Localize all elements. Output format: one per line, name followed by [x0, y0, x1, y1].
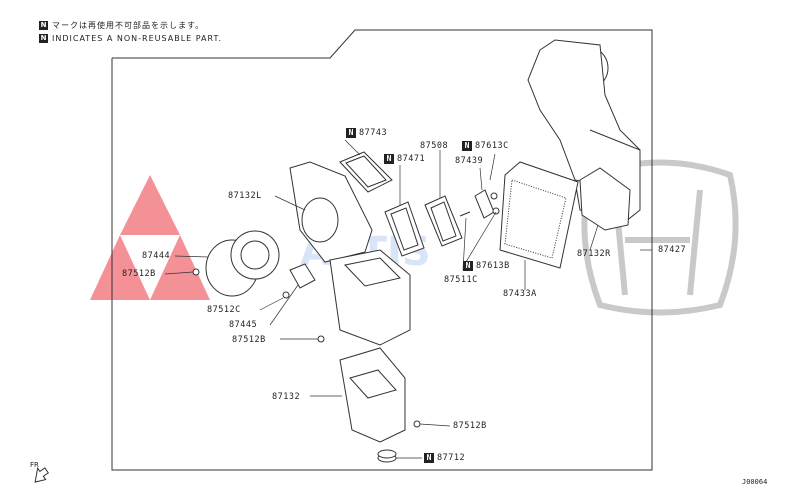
- part-number: 87132: [272, 392, 301, 402]
- part-label-87471[interactable]: N 87471: [384, 154, 425, 164]
- part-number: 87439: [455, 156, 484, 166]
- part-number: 87471: [397, 154, 426, 164]
- part-label-87512c[interactable]: 87512C: [207, 305, 241, 315]
- part-label-87512b[interactable]: 87512B: [122, 269, 156, 279]
- part-label-87512b[interactable]: 87512B: [453, 421, 487, 431]
- resistor-87445: [289, 263, 316, 289]
- part-number: 87511C: [444, 275, 478, 285]
- note-english-text: INDICATES A NON-REUSABLE PART.: [52, 34, 222, 43]
- part-number: 87444: [142, 251, 171, 261]
- non-reusable-marker-icon: N: [39, 34, 48, 43]
- non-reusable-marker-icon: N: [346, 128, 356, 138]
- part-label-87712[interactable]: N 87712: [424, 453, 465, 463]
- part-number: 87613C: [475, 141, 509, 151]
- part-number: 87512B: [232, 335, 266, 345]
- non-reusable-marker-icon: N: [462, 141, 472, 151]
- part-number: 87445: [229, 320, 258, 330]
- grommet-87712: [377, 449, 397, 463]
- part-number: 87508: [420, 141, 449, 151]
- watermark-mitsubishi-logo: [90, 175, 210, 300]
- case-87132l: [289, 161, 373, 263]
- figure-code: J00064: [742, 478, 768, 486]
- part-label-87439[interactable]: 87439: [455, 156, 483, 166]
- part-label-87743[interactable]: N 87743: [346, 128, 387, 138]
- note-japanese: N マークは再使用不可部品を示します。: [39, 20, 204, 31]
- part-label-87132l[interactable]: 87132L: [228, 191, 262, 201]
- part-label-87433a[interactable]: 87433A: [503, 289, 537, 299]
- part-label-87508[interactable]: 87508: [420, 141, 448, 151]
- part-number: 87132L: [228, 191, 262, 201]
- part-label-87444[interactable]: 87444: [142, 251, 170, 261]
- part-number: 87433A: [503, 289, 537, 299]
- filter-87508: [424, 195, 463, 247]
- part-number: 87427: [658, 245, 687, 255]
- part-label-87613c[interactable]: N 87613C: [462, 141, 509, 151]
- part-label-87512b[interactable]: 87512B: [232, 335, 266, 345]
- part-label-87427[interactable]: 87427: [658, 245, 686, 255]
- part-label-87613b[interactable]: N 87613B: [463, 261, 510, 271]
- part-number: 87743: [359, 128, 388, 138]
- non-reusable-marker-icon: N: [384, 154, 394, 164]
- part-number: 87132R: [577, 249, 611, 259]
- front-arrow-icon: [34, 466, 49, 483]
- part-label-87132[interactable]: 87132: [272, 392, 300, 402]
- diagram-frame: [111, 29, 653, 471]
- part-number: 87512C: [207, 305, 241, 315]
- part-number: 87712: [437, 453, 466, 463]
- non-reusable-marker-icon: N: [463, 261, 473, 271]
- note-english: N INDICATES A NON-REUSABLE PART.: [39, 34, 222, 43]
- non-reusable-marker-icon: N: [39, 21, 48, 30]
- non-reusable-marker-icon: N: [424, 453, 434, 463]
- part-label-87445[interactable]: 87445: [229, 320, 257, 330]
- leader-lines: [164, 139, 652, 459]
- blower-case: [329, 249, 411, 346]
- expansion-valve-87439: [459, 189, 500, 219]
- case-87132r: [579, 167, 631, 231]
- blower-motor-87444: [205, 230, 280, 297]
- part-number: 87512B: [453, 421, 487, 431]
- filter-87743: [339, 151, 393, 193]
- part-number: 87613B: [476, 261, 510, 271]
- note-japanese-text: マークは再使用不可部品を示します。: [52, 21, 205, 30]
- part-number: 87512B: [122, 269, 156, 279]
- orientation-label: FR: [30, 461, 39, 469]
- lower-case-87132: [339, 347, 406, 443]
- evaporator-87433a: [499, 161, 579, 269]
- part-label-87511c[interactable]: 87511C: [444, 275, 478, 285]
- part-label-87132r[interactable]: 87132R: [577, 249, 611, 259]
- filter-87471: [384, 201, 425, 257]
